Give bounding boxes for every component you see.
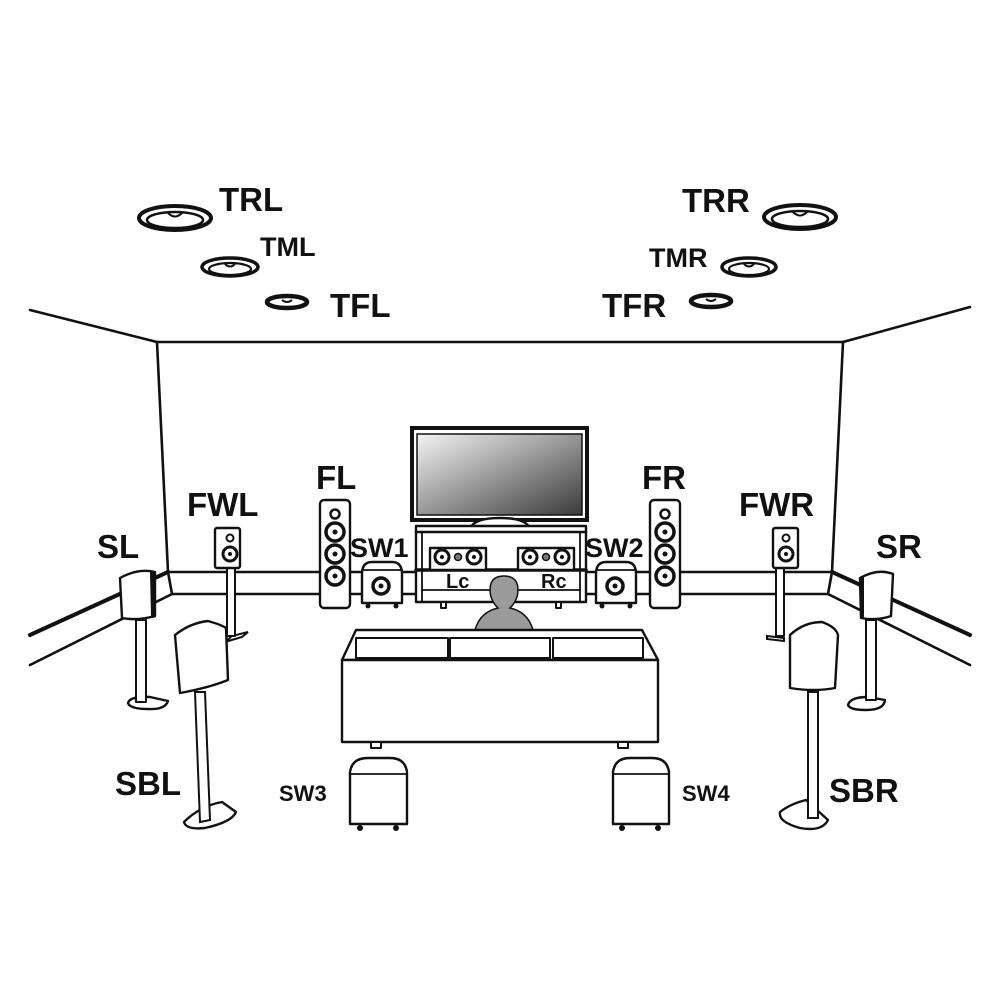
label-sl: SL: [97, 528, 139, 565]
center-speaker-rc: [516, 546, 576, 572]
surround-left-speaker: [118, 569, 170, 711]
surround-back-left-speaker: [173, 619, 238, 830]
sofa: [340, 628, 660, 749]
label-tfl: TFL: [330, 287, 390, 324]
tv-screen: [416, 433, 583, 516]
label-trr: TRR: [682, 182, 750, 219]
front-right-speaker: [648, 498, 682, 610]
label-lc: Lc: [446, 571, 469, 593]
label-sw2: SW2: [585, 533, 644, 563]
label-sw4: SW4: [682, 781, 730, 806]
ceiling-speaker-trl: [137, 204, 213, 232]
ceiling-speaker-tmr: [720, 256, 778, 278]
label-sbl: SBL: [115, 765, 181, 802]
surround-right-speaker: [846, 570, 895, 712]
label-fr: FR: [642, 459, 686, 496]
subwoofer-sw3: [348, 756, 409, 831]
ceiling-line: [28, 305, 972, 344]
label-tmr: TMR: [649, 243, 707, 273]
subwoofer-sw1: [360, 560, 404, 609]
surround-back-right-speaker: [778, 620, 840, 831]
left-corner-line: [155, 340, 170, 574]
center-speaker-lc: [428, 546, 488, 572]
ceiling-speaker-trr: [762, 203, 838, 231]
subwoofer-sw4: [611, 756, 671, 831]
label-sr: SR: [876, 528, 922, 565]
right-baseboard-top: [830, 570, 972, 637]
television: [410, 426, 589, 532]
label-tfr: TFR: [602, 287, 666, 324]
label-tml: TML: [260, 232, 315, 262]
ceiling-speaker-tfr: [688, 292, 734, 310]
label-fwl: FWL: [187, 486, 258, 523]
label-rc: Rc: [541, 571, 567, 593]
front-left-speaker: [318, 498, 352, 610]
listener: [474, 575, 534, 631]
label-sbr: SBR: [829, 772, 899, 809]
ceiling-speaker-tml: [200, 256, 260, 278]
label-fwr: FWR: [739, 486, 814, 523]
label-trl: TRL: [219, 181, 283, 218]
front-wide-left-speaker: [213, 526, 249, 643]
front-wide-right-speaker: [766, 526, 800, 643]
ceiling-speaker-tfl: [264, 293, 310, 311]
right-baseboard-bottom: [826, 592, 972, 667]
subwoofer-sw2: [594, 560, 638, 609]
label-sw3: SW3: [279, 781, 327, 806]
right-corner-line: [830, 340, 845, 574]
label-fl: FL: [316, 459, 356, 496]
label-sw1: SW1: [350, 533, 409, 563]
